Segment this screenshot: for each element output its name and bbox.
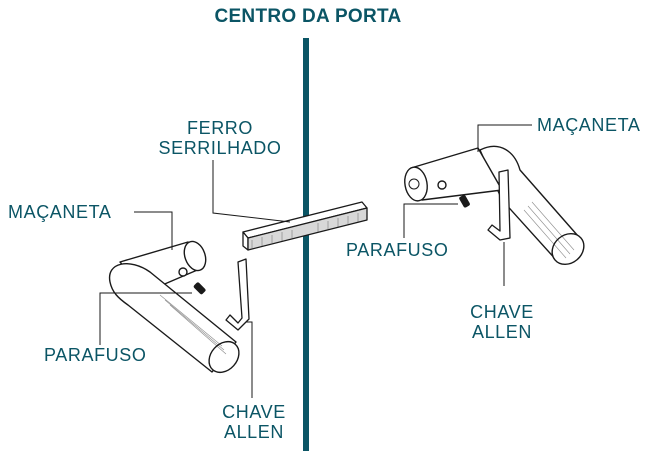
bar-label: FERRO SERRILHADO — [145, 118, 295, 158]
right-screw-label: PARAFUSO — [346, 240, 449, 260]
left-screw-leader — [99, 292, 192, 345]
left-handle-label: MAÇANETA — [8, 202, 112, 222]
left-handle — [108, 240, 240, 374]
left-allen-key — [225, 258, 250, 331]
bar-leader — [212, 160, 291, 223]
serrated-bar-teeth — [251, 213, 359, 248]
right-key-label: CHAVE ALLEN — [456, 302, 548, 342]
left-key-label-line2: ALLEN — [223, 422, 285, 442]
right-handle-leader — [477, 124, 532, 152]
right-allen-key — [487, 169, 511, 241]
page-title: CENTRO DA PORTA — [214, 6, 402, 27]
right-screw — [459, 195, 470, 208]
left-screw-label: PARAFUSO — [44, 345, 147, 365]
bar-label-line2: SERRILHADO — [158, 138, 282, 158]
left-key-label: CHAVE ALLEN — [208, 402, 300, 442]
left-key-leader — [246, 321, 253, 398]
serrated-bar — [242, 201, 368, 251]
right-screw-leader — [403, 203, 458, 238]
right-key-label-line2: ALLEN — [471, 322, 533, 342]
bar-label-line1: FERRO — [187, 118, 253, 138]
right-handle-shading — [523, 201, 575, 259]
left-handle-shading — [159, 294, 227, 355]
left-screw — [193, 282, 206, 295]
right-handle-face — [408, 178, 420, 190]
right-key-label-line1: CHAVE — [470, 302, 534, 322]
left-key-label-line1: CHAVE — [222, 402, 286, 422]
left-handle-leader — [134, 211, 173, 250]
right-handle-label: MAÇANETA — [537, 115, 641, 135]
